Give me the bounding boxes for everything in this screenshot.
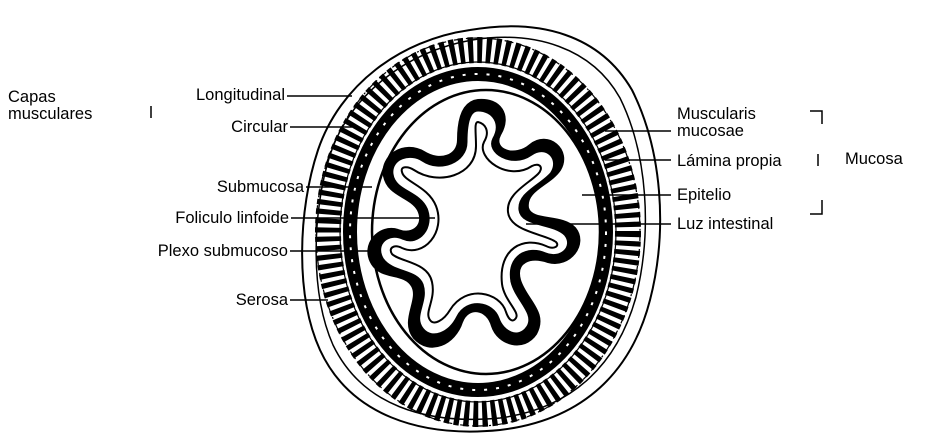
circular-label: Circular [231, 118, 288, 136]
capas-musculares-line1: Capas [8, 89, 92, 106]
longitudinal-label: Longitudinal [196, 86, 285, 104]
lamina-propia-label: Lámina propia [677, 152, 782, 170]
capas-musculares-label: Capas musculares [8, 89, 92, 123]
muscularis-mucosae-label: Muscularis mucosae [677, 106, 756, 140]
mucosa-bracket-top [810, 111, 822, 124]
submucosa-label: Submucosa [217, 178, 304, 196]
mucosa-bracket-bottom [810, 200, 822, 214]
epitelio-label: Epitelio [677, 186, 731, 204]
luz-intestinal-label: Luz intestinal [677, 215, 773, 233]
muscularis-line1: Muscularis [677, 106, 756, 123]
foliculo-linfoide-label: Foliculo linfoide [175, 209, 289, 227]
serosa-label: Serosa [236, 291, 288, 309]
plexo-submucoso-label: Plexo submucoso [158, 242, 288, 260]
muscularis-line2: mucosae [677, 123, 756, 140]
capas-musculares-line2: musculares [8, 106, 92, 123]
mucosa-label: Mucosa [845, 150, 903, 168]
